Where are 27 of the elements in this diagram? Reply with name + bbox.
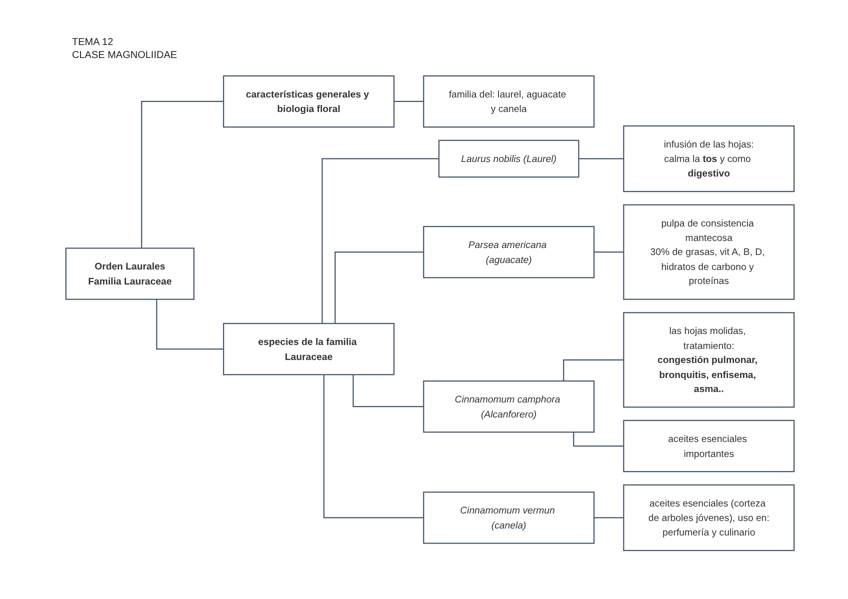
node-box: infusión de las hojas: calma la tos y como digestivo bbox=[623, 125, 795, 192]
connector bbox=[593, 252, 624, 253]
node-box: Orden Laurales Familia Lauraceae bbox=[65, 248, 194, 300]
node-box: especies de la familia Lauraceae bbox=[223, 322, 395, 376]
node-box: Laurus nobilis (Laurel) bbox=[438, 140, 580, 178]
connector bbox=[593, 517, 624, 518]
connector bbox=[573, 432, 624, 447]
node-box: pulpa de consistencia mantecosa 30% de grasas, vit A, B, D, hidratos de carbono y proteínas bbox=[623, 204, 795, 300]
connector bbox=[563, 359, 624, 381]
connector bbox=[141, 100, 224, 248]
connector bbox=[352, 374, 424, 408]
connector bbox=[322, 158, 439, 324]
node-box: Parsea americana (aguacate) bbox=[423, 226, 595, 278]
title: TEMA 12 bbox=[72, 36, 114, 49]
subtitle: CLASE MAGNOLIIDAE bbox=[72, 49, 178, 62]
connector bbox=[334, 252, 424, 324]
node-box: Cinnamomum vermun (canela) bbox=[423, 492, 595, 544]
node-box: las hojas molidas, tratamiento: congestión pulmonar, bronquitis, enfisema, asma.. bbox=[623, 312, 795, 408]
connector bbox=[323, 374, 424, 518]
connector bbox=[578, 158, 624, 160]
node-box: características generales y biologia floral bbox=[223, 75, 395, 128]
node-box: Cinnamomum camphora (Alcanforero) bbox=[423, 380, 595, 433]
node-box: familia del: laurel, aguacate y canela bbox=[423, 75, 595, 128]
connector bbox=[393, 100, 424, 102]
connector bbox=[156, 299, 224, 350]
node-box: aceites esenciales importantes bbox=[623, 420, 795, 472]
node-box: aceites esenciales (corteza de arboles jóvenes), uso en: perfumería y culinario bbox=[623, 484, 795, 552]
